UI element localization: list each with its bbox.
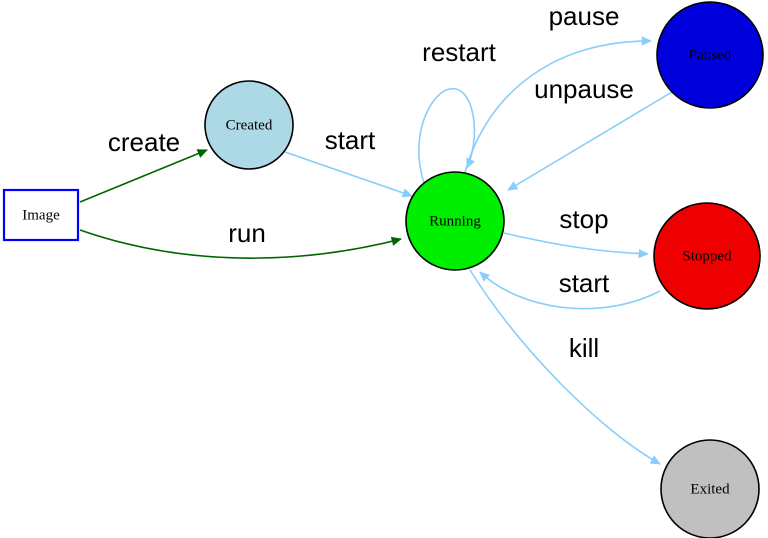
node-label-created: Created [226, 117, 273, 133]
node-created[interactable]: Created [204, 80, 294, 170]
edge-label-start-created: start [325, 125, 376, 155]
node-label-stopped: Stopped [682, 248, 732, 264]
edge-label-start-stopped: start [559, 268, 610, 298]
edge-labels-layer: create run start restart pause unpause stop sta… [108, 1, 634, 363]
node-paused[interactable]: Paused [656, 1, 764, 109]
edge-label-stop: stop [559, 204, 608, 234]
node-shape-stopped[interactable] [653, 202, 761, 310]
edge-start-created [284, 151, 413, 198]
node-shape-running[interactable] [405, 171, 505, 271]
edge-label-kill: kill [569, 333, 599, 363]
edge-restart [418, 88, 476, 184]
edge-start-stopped [479, 271, 661, 310]
edge-create [79, 149, 208, 203]
edge-label-pause: pause [549, 1, 620, 31]
node-shape-exited[interactable] [660, 439, 760, 538]
node-exited[interactable]: Exited [660, 439, 760, 538]
node-shape-image[interactable] [2, 188, 80, 242]
node-image[interactable]: Image [2, 188, 80, 242]
edge-run [79, 229, 402, 259]
node-stopped[interactable]: Stopped [653, 202, 761, 310]
node-label-image: Image [22, 207, 60, 223]
edge-label-unpause: unpause [534, 74, 634, 104]
edge-label-run: run [228, 218, 266, 248]
edge-pause [464, 36, 652, 173]
edge-unpause [507, 91, 673, 191]
node-running[interactable]: Running [405, 171, 505, 271]
edges-layer [79, 36, 673, 465]
node-shape-paused[interactable] [656, 1, 764, 109]
edge-kill [469, 269, 661, 465]
node-shape-created[interactable] [204, 80, 294, 170]
node-label-running: Running [429, 213, 481, 229]
edge-stop [503, 232, 649, 259]
edge-label-restart: restart [422, 37, 496, 67]
node-label-paused: Paused [689, 47, 732, 63]
node-label-exited: Exited [690, 481, 730, 497]
edge-label-create: create [108, 127, 180, 157]
